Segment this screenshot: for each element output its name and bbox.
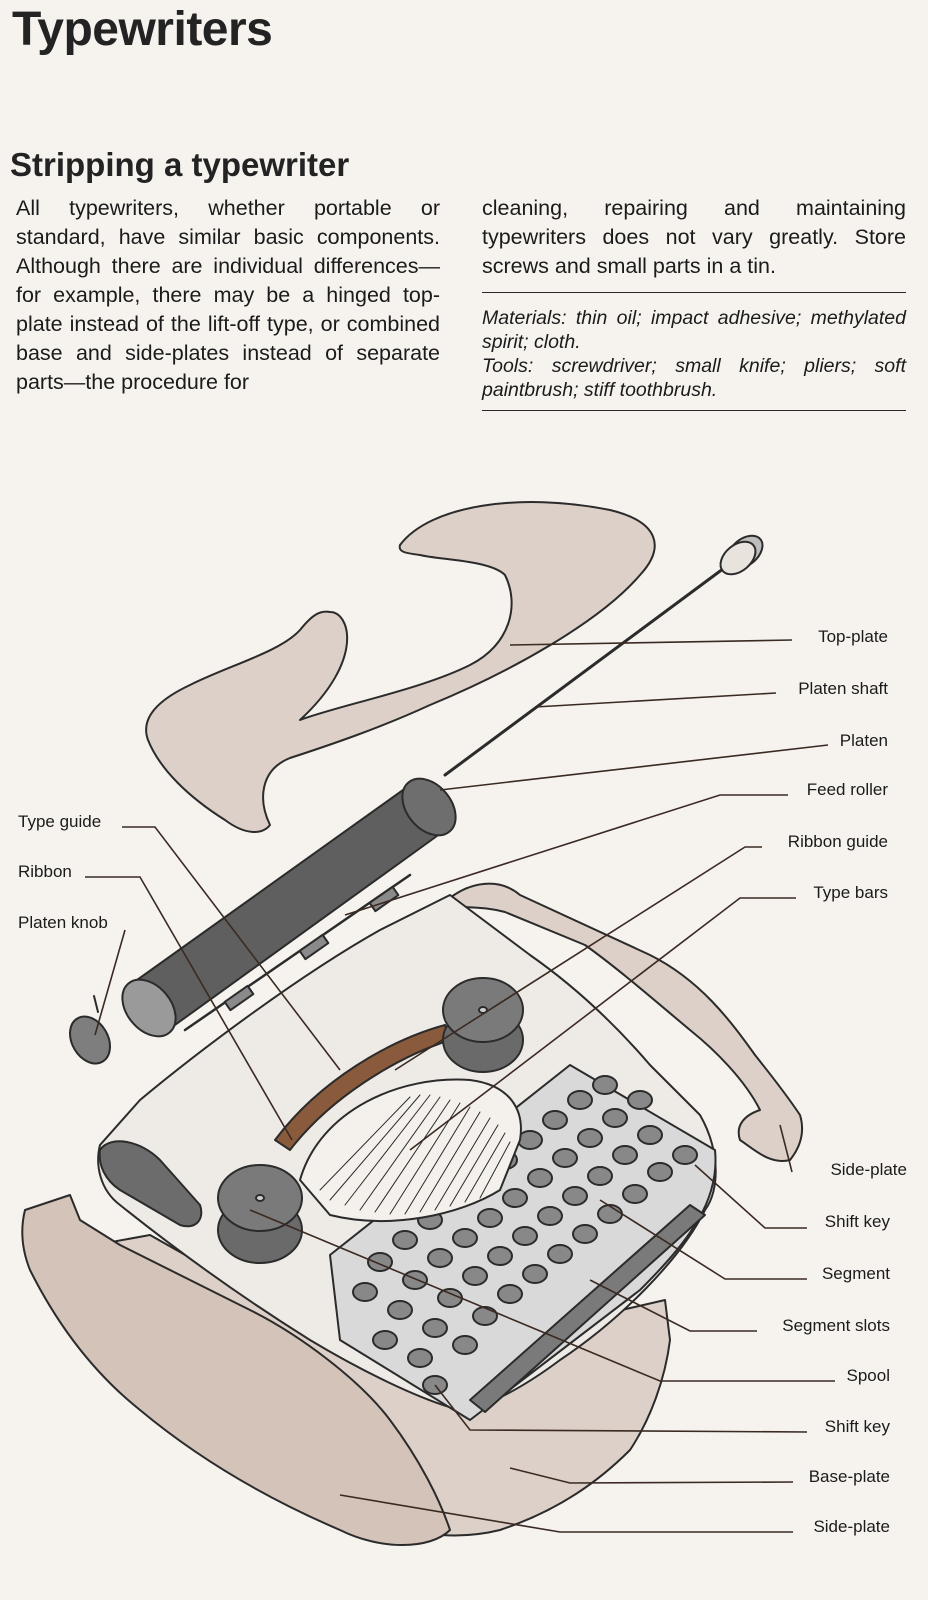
typewriter-exploded-diagram: Type guide Ribbon Platen knob Top-plate … bbox=[18, 501, 907, 1546]
materials-bottom-rule bbox=[482, 410, 906, 411]
label-type-guide: Type guide bbox=[18, 812, 101, 831]
label-segment: Segment bbox=[822, 1264, 890, 1283]
label-feed-roller: Feed roller bbox=[807, 780, 889, 799]
materials-tools-box: Materials: thin oil; impact adhesive; me… bbox=[482, 306, 906, 402]
materials-top-rule bbox=[482, 292, 906, 293]
leader-lines bbox=[85, 639, 835, 1533]
section-heading: Stripping a typewriter bbox=[10, 146, 350, 183]
label-shift-key-lower: Shift key bbox=[825, 1417, 891, 1436]
tools-text: Tools: screwdriver; small knife; pliers;… bbox=[482, 355, 906, 401]
page-title: Typewriters bbox=[12, 3, 273, 56]
label-spool: Spool bbox=[847, 1366, 890, 1385]
spool-left bbox=[217, 1164, 303, 1264]
label-type-bars: Type bars bbox=[813, 883, 888, 902]
space-bar bbox=[469, 1204, 706, 1413]
spool-right bbox=[442, 977, 524, 1073]
paragraph-right: cleaning, repairing and maintaining type… bbox=[482, 196, 906, 278]
label-ribbon-guide: Ribbon guide bbox=[788, 832, 888, 851]
label-side-plate-bottom: Side-plate bbox=[813, 1517, 890, 1536]
intro-text-right: cleaning, repairing and maintaining type… bbox=[482, 194, 906, 281]
side-plate-left bbox=[21, 1194, 451, 1546]
label-ribbon: Ribbon bbox=[18, 862, 72, 881]
diagram-labels: Type guide Ribbon Platen knob Top-plate … bbox=[18, 627, 907, 1536]
label-top-plate: Top-plate bbox=[818, 627, 888, 646]
intro-text-left: All typewriters, whether portable or sta… bbox=[16, 194, 440, 397]
label-side-plate-right: Side-plate bbox=[830, 1160, 907, 1179]
label-platen-shaft: Platen shaft bbox=[798, 679, 888, 698]
top-plate bbox=[145, 501, 656, 833]
carriage-end bbox=[98, 1140, 203, 1228]
label-platen-knob: Platen knob bbox=[18, 913, 108, 932]
platen-shaft bbox=[443, 558, 737, 777]
label-segment-slots: Segment slots bbox=[782, 1316, 890, 1335]
label-shift-key-upper: Shift key bbox=[825, 1212, 891, 1231]
side-plate-right bbox=[444, 882, 804, 1162]
label-base-plate: Base-plate bbox=[809, 1467, 890, 1486]
paragraph-left: All typewriters, whether portable or sta… bbox=[16, 196, 440, 394]
keys bbox=[352, 1075, 698, 1395]
platen-knob bbox=[69, 1015, 111, 1065]
label-platen: Platen bbox=[840, 731, 888, 750]
materials-text: Materials: thin oil; impact adhesive; me… bbox=[482, 307, 906, 353]
type-bar-lines bbox=[319, 1094, 511, 1215]
